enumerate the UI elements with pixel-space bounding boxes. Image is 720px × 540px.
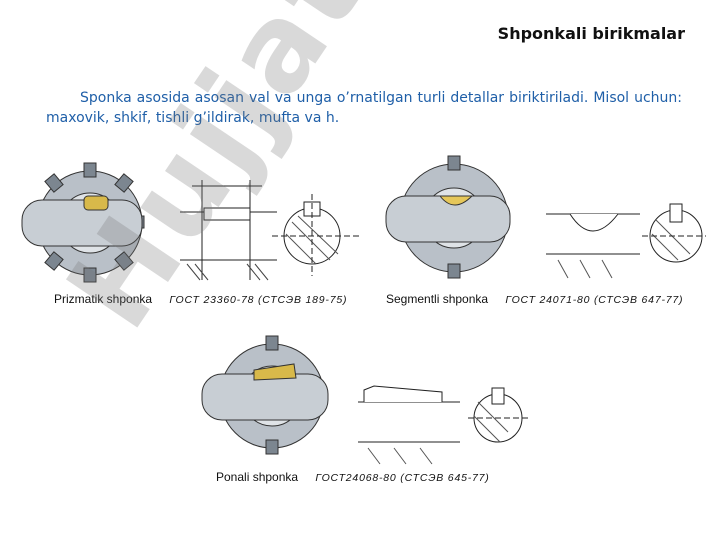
- prismatic-key-illustration: [21, 162, 145, 283]
- caption-prismatic-key: Prizmatik shponka ГОСТ 23360-78 (СТСЭВ 1…: [54, 292, 347, 306]
- caption-wedge-standard: ГОСТ24068-80 (СТСЭВ 645-77): [315, 472, 490, 484]
- wedge-key-drawing: [358, 385, 528, 465]
- slide-title: Shponkali birikmalar: [497, 24, 685, 43]
- caption-wedge-key: Ponali shponka ГОСТ24068-80 (СТСЭВ 645-7…: [216, 470, 490, 484]
- intro-paragraph: Sponka asosida asosan val va unga o’rnat…: [46, 90, 682, 126]
- prismatic-key-drawing: [180, 180, 362, 281]
- caption-wedge-label: Ponali shponka: [216, 470, 299, 484]
- caption-segment-key: Segmentli shponka ГОСТ 24071-80 (СТСЭВ 6…: [386, 292, 683, 306]
- wedge-key-illustration: [201, 335, 329, 455]
- caption-segment-standard: ГОСТ 24071-80 (СТСЭВ 647-77): [505, 294, 684, 306]
- caption-prismatic-label: Prizmatik shponka: [54, 292, 153, 306]
- caption-prismatic-standard: ГОСТ 23360-78 (СТСЭВ 189-75): [169, 294, 348, 306]
- segment-key-drawing: [546, 203, 706, 279]
- caption-segment-label: Segmentli shponka: [386, 292, 489, 306]
- segment-key-illustration: [385, 155, 511, 279]
